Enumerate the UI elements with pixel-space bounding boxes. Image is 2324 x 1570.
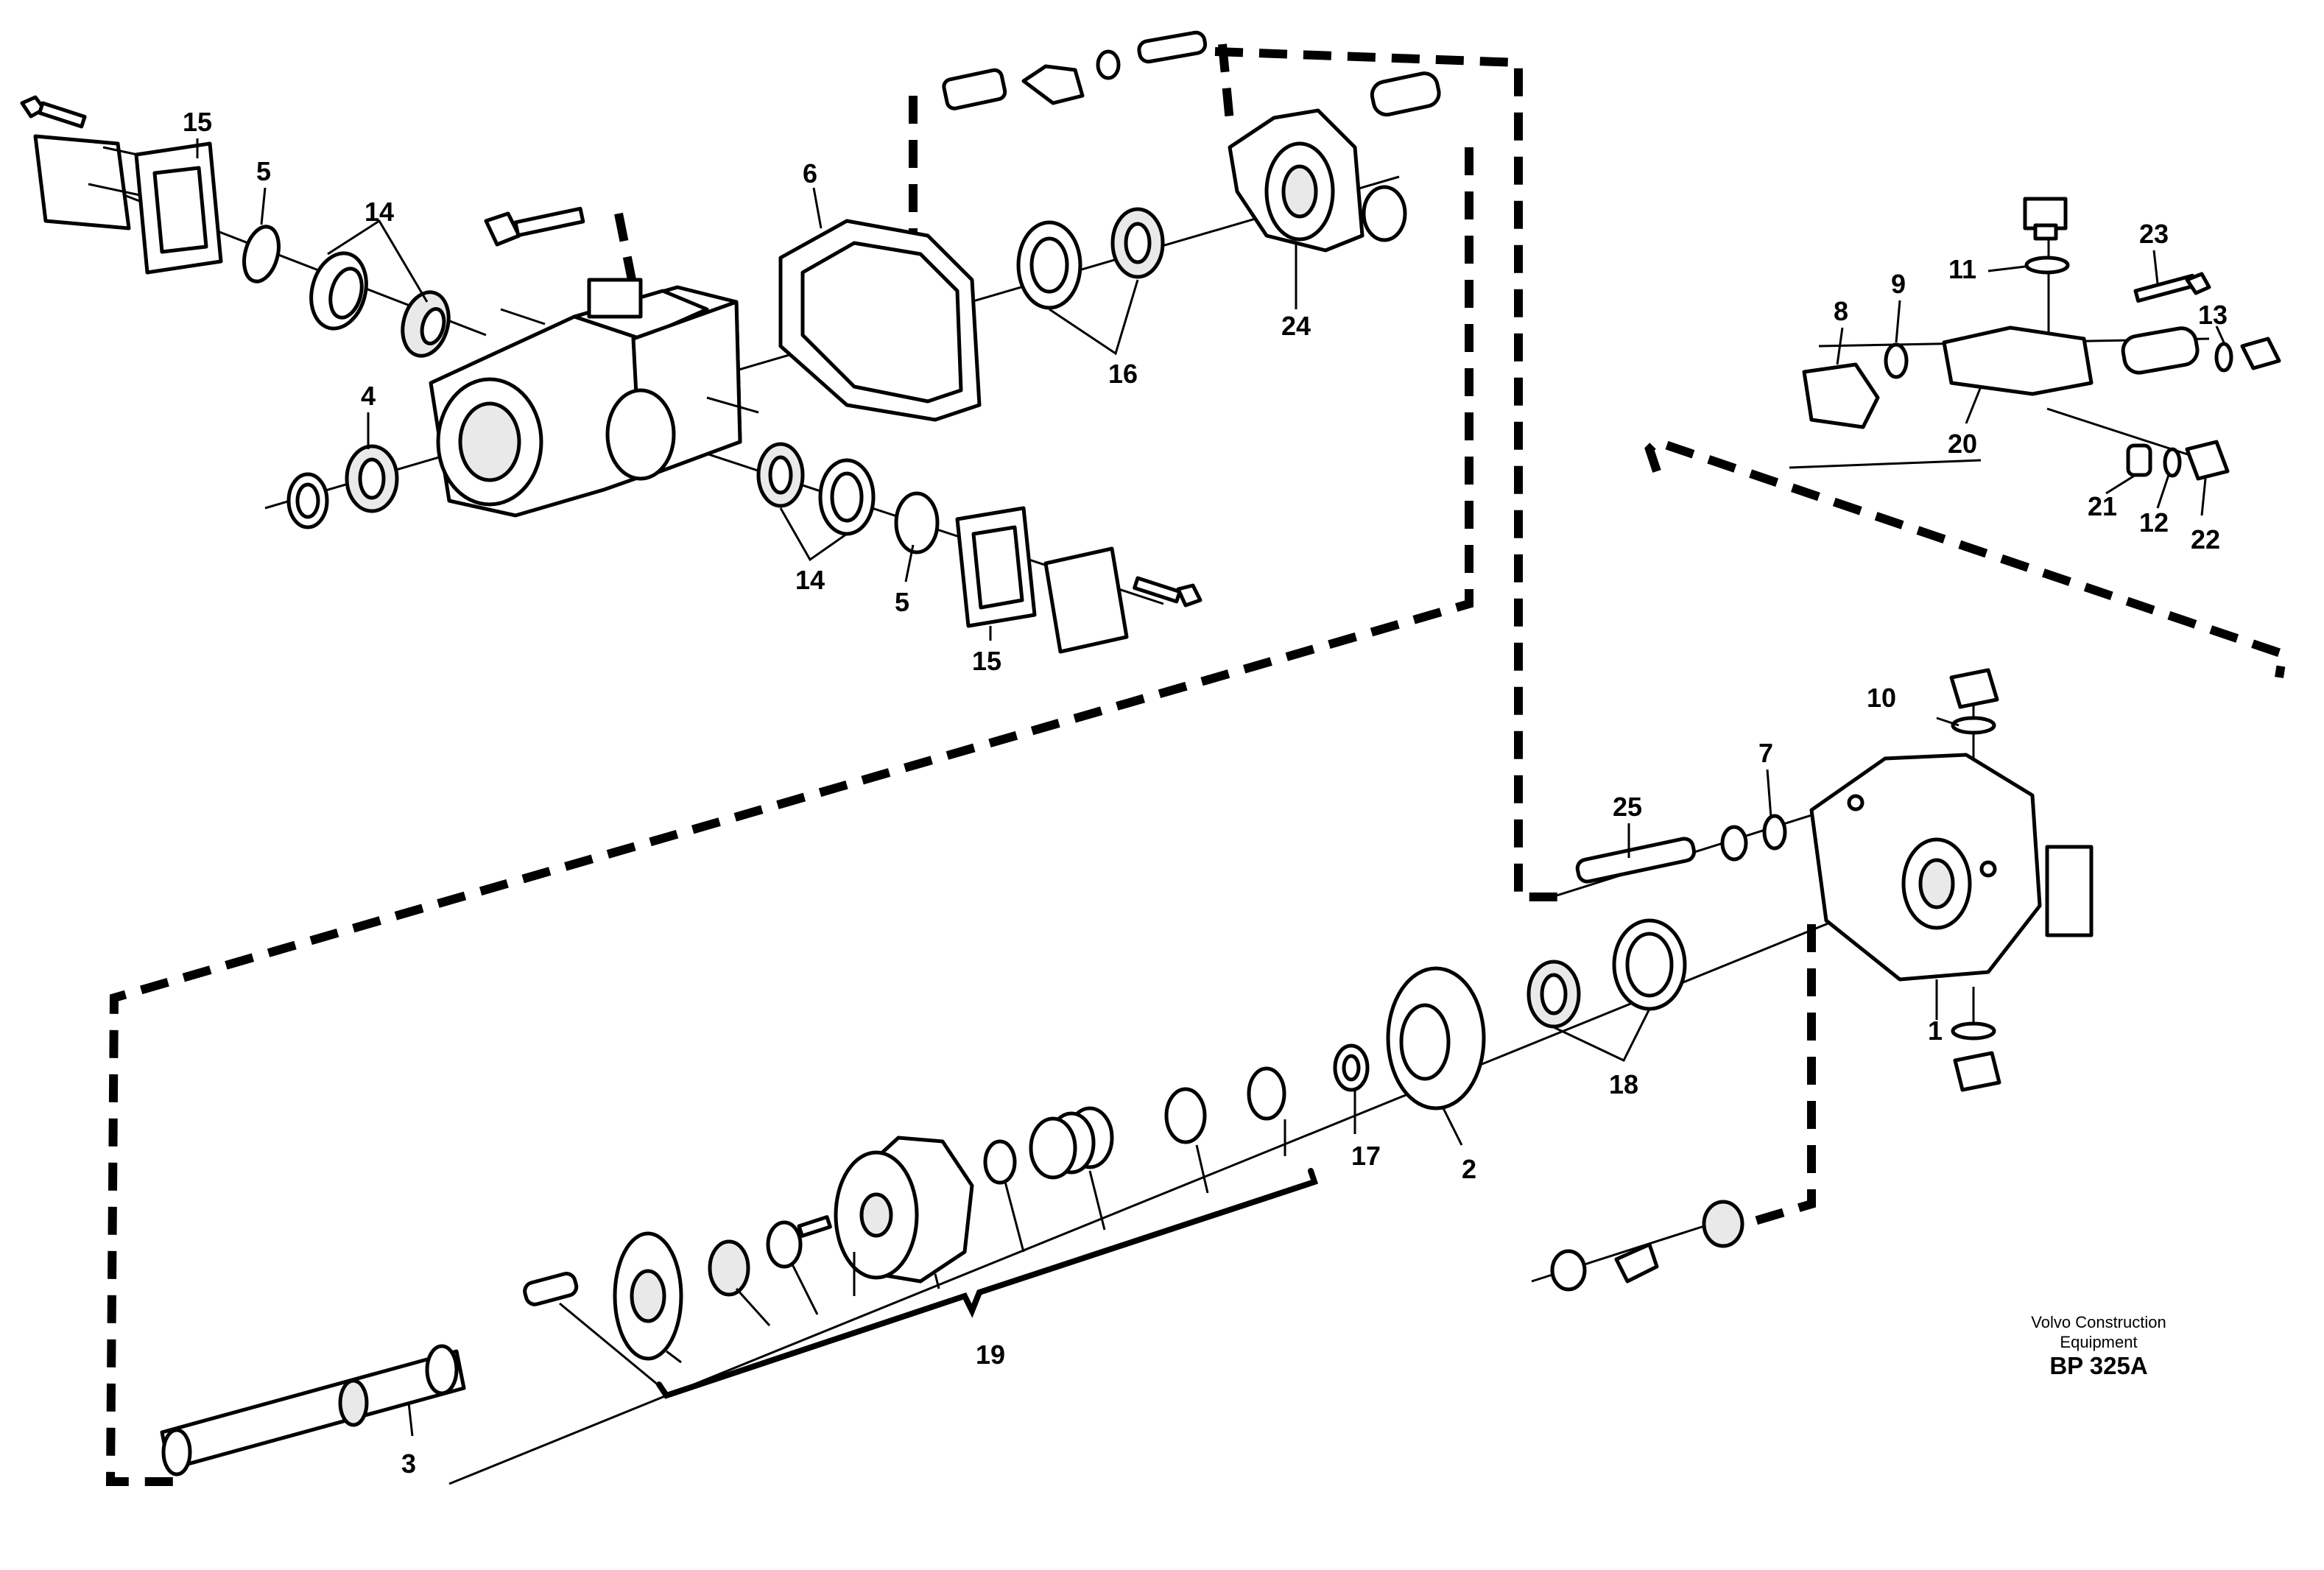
leader-lines [196, 138, 2225, 1437]
brand-line-2: Equipment [2060, 1333, 2138, 1351]
brand-line-1: Volvo Construction [2031, 1313, 2166, 1331]
callout-label: 9 [1891, 269, 1906, 299]
drawing-code: BP 325A [2049, 1352, 2148, 1379]
plug-parts-bottom [1550, 1200, 1744, 1292]
o-ring-top [242, 225, 281, 284]
callout-label: 5 [895, 587, 909, 617]
callout-label: 3 [401, 1448, 416, 1479]
control-valve-assembly [1802, 197, 2281, 481]
callout-label: 8 [1834, 296, 1848, 326]
callout-labels: 15 5 14 6 24 16 4 14 5 15 8 9 11 23 13 2… [183, 107, 2228, 1479]
gasket-lower [955, 506, 1037, 628]
gasket-6 [778, 219, 982, 422]
o-ring-lower [894, 491, 940, 555]
port-plate-1 [1809, 668, 2094, 1092]
manufacturer-caption: Volvo Construction Equipment [1988, 1312, 2209, 1352]
callout-label: 15 [972, 646, 1001, 676]
gasket-top [134, 141, 223, 275]
housing-bolt [484, 206, 585, 247]
bearing-set-18 [1527, 918, 1687, 1029]
pump-housing [429, 278, 759, 518]
bearing-set-lower [756, 442, 876, 536]
callout-label: 15 [183, 107, 212, 137]
callout-label: 4 [361, 381, 376, 411]
bearing-set-16 [1016, 207, 1165, 310]
callout-label: 1 [1928, 1015, 1943, 1046]
rotating-group-19 [523, 1066, 1286, 1361]
callout-label: 10 [1867, 683, 1896, 713]
drive-shaft-3 [160, 1344, 466, 1476]
callout-label: 19 [976, 1340, 1005, 1370]
callout-label: 14 [795, 565, 825, 595]
callout-label: 25 [1613, 792, 1642, 822]
callout-label: 21 [2088, 491, 2117, 521]
cover-plate-top [33, 134, 155, 230]
callout-label: 2 [1462, 1154, 1476, 1184]
group-brace-19 [656, 1168, 1319, 1399]
pin-25 [1575, 814, 1787, 884]
bearing-set-top [309, 251, 451, 358]
callout-label: 12 [2139, 507, 2169, 538]
callout-label: 6 [803, 158, 817, 189]
callout-label: 24 [1281, 311, 1311, 341]
callout-label: 18 [1609, 1069, 1638, 1099]
valve-plate-2 [1386, 966, 1486, 1110]
assembly-dashed-lines [105, 43, 2288, 1486]
callout-label: 7 [1758, 738, 1773, 768]
valve-top-parts [942, 30, 1208, 110]
callout-label: 14 [365, 197, 394, 227]
callout-label: 5 [256, 156, 271, 186]
callout-label: 23 [2139, 219, 2169, 249]
callout-label: 13 [2198, 300, 2228, 330]
callout-label: 11 [1948, 254, 1976, 284]
pin-top [1370, 71, 1441, 117]
cover-plate-lower [1043, 546, 1203, 654]
callout-label: 22 [2191, 524, 2220, 555]
bearing-4 [286, 444, 399, 529]
callout-label: 20 [1948, 429, 1977, 459]
callout-label: 16 [1108, 359, 1138, 389]
swash-cover-24 [1228, 108, 1407, 253]
washer-17 [1333, 1043, 1370, 1092]
cover-bolt-top [20, 95, 87, 129]
callout-label: 17 [1351, 1141, 1381, 1171]
